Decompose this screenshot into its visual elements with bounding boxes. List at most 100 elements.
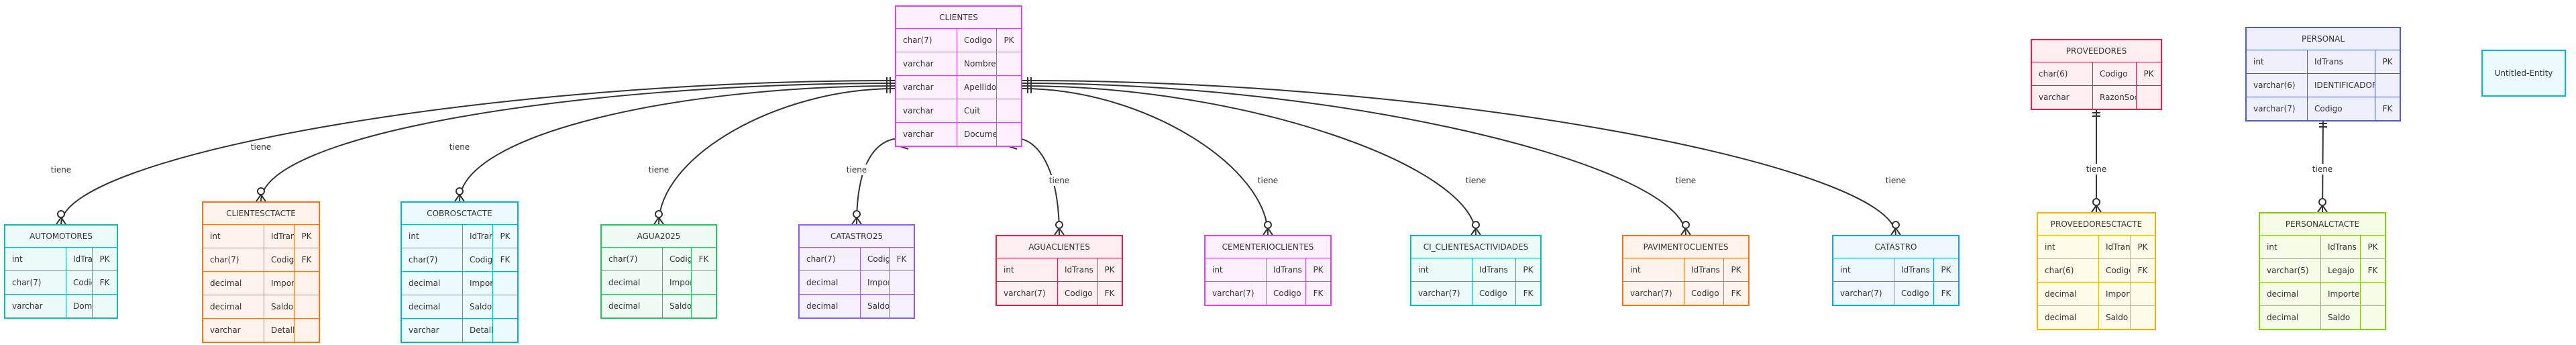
attribute-key: PK <box>2382 57 2393 66</box>
entity-catastro2025[interactable]: CATASTRO25char(7)CodigoFKdecimalImported… <box>798 224 915 319</box>
relation-line-cementerioclientes <box>1022 88 1269 236</box>
attribute-type: varchar <box>896 76 957 99</box>
attribute-name: IdTrans <box>1684 258 1724 281</box>
relation-line-ci-clientesactividades <box>1022 85 1477 236</box>
crowfoot-circle <box>853 210 861 218</box>
relation-label: tiene <box>649 165 669 175</box>
attribute-key: PK <box>2367 242 2378 252</box>
attribute-key <box>2131 283 2155 305</box>
attribute-name: Importe <box>2321 283 2361 305</box>
attribute-type: decimal <box>2038 283 2099 305</box>
crowfoot-right <box>1685 228 1691 236</box>
entity-automotores[interactable]: AUTOMOTORESintIdTransPKchar(7)CodigoFKva… <box>4 224 118 319</box>
attribute-key <box>890 271 914 294</box>
attribute-name: Codigo <box>1684 282 1724 305</box>
entity-cobrosctacte[interactable]: COBROSCTACTE intIdTransPKchar(7)CodigoFKd… <box>400 201 519 343</box>
relation-label-bg <box>648 164 669 175</box>
relation-label: tiene <box>1886 176 1906 185</box>
attribute-type: char(7) <box>896 29 957 52</box>
attribute-type: varchar(7) <box>1411 282 1472 305</box>
entity-clientesctacte[interactable]: CLIENTESCTACTEintIdTransPKchar(7)CodigoF… <box>202 201 320 343</box>
relation-label: tiene <box>1049 176 1069 185</box>
attribute-type: int <box>1623 258 1684 281</box>
relation-label-bg <box>1465 175 1487 186</box>
relation-label-bg <box>2312 164 2333 175</box>
attribute-type: char(6) <box>2038 259 2099 282</box>
relation-line-cobrosctacte <box>459 85 896 202</box>
attribute-key <box>997 99 1021 122</box>
attribute-key: FK <box>2382 104 2393 113</box>
relation-line-automotores <box>60 80 896 225</box>
entity-attribute-row: varcharDocumento <box>896 122 1021 146</box>
attribute-type: decimal <box>402 272 463 295</box>
attribute-key: PK <box>1004 36 1014 45</box>
attribute-key: PK <box>2143 69 2154 79</box>
crowfoot-left <box>653 217 659 225</box>
relation-label-bg <box>1257 175 1279 186</box>
attribute-key: PK <box>1731 265 1741 275</box>
attribute-key <box>2137 86 2161 109</box>
relation-label-bg <box>50 164 72 175</box>
relation-label: tiene <box>51 165 71 175</box>
attribute-name: Detalle <box>463 319 493 342</box>
attribute-name: Codigo <box>1472 282 1516 305</box>
entity-title: PAVIMENTOCLIENTES <box>1643 242 1729 252</box>
attribute-key: PK <box>500 232 511 241</box>
attribute-type: varchar(6) <box>2247 74 2308 97</box>
attribute-key <box>890 295 914 317</box>
entity-untitled[interactable]: Untitled-Entity <box>2481 50 2566 97</box>
attribute-type: varchar <box>896 99 957 122</box>
entity-title: COBROSCTACTE <box>427 209 492 218</box>
attribute-name: Legajo <box>2321 259 2361 282</box>
attribute-type: varchar(7) <box>1623 282 1684 305</box>
attribute-name: Codigo <box>264 248 294 271</box>
attribute-name: Cuit <box>957 99 997 122</box>
entity-title: CI_CLIENTESACTIVIDADES <box>1423 242 1529 252</box>
entity-agua2025[interactable]: AGUA2025char(7)CodigoFKdecimalImportedec… <box>600 224 717 319</box>
attribute-key: FK <box>99 278 110 287</box>
attribute-type: int <box>2260 236 2321 258</box>
attribute-key: PK <box>301 232 312 241</box>
crowfoot-left <box>851 217 857 225</box>
attribute-key <box>692 271 716 294</box>
relation-line-pavimentoclientes <box>1022 83 1686 236</box>
entity-title: AUTOMOTORES <box>30 232 93 241</box>
attribute-name: Codigo <box>1894 282 1934 305</box>
crowfoot-left <box>256 194 262 202</box>
crowfoot-left <box>1890 228 1896 236</box>
attribute-name: Codigo <box>1058 282 1097 305</box>
attribute-name: Importe <box>264 272 294 295</box>
attribute-name: Codigo <box>1267 282 1306 305</box>
entity-proveedoresctacte[interactable]: PROVEEDORESCTACTEintIdTransPKchar(6)Codi… <box>2037 212 2156 330</box>
attribute-name: Saldo <box>663 295 692 317</box>
